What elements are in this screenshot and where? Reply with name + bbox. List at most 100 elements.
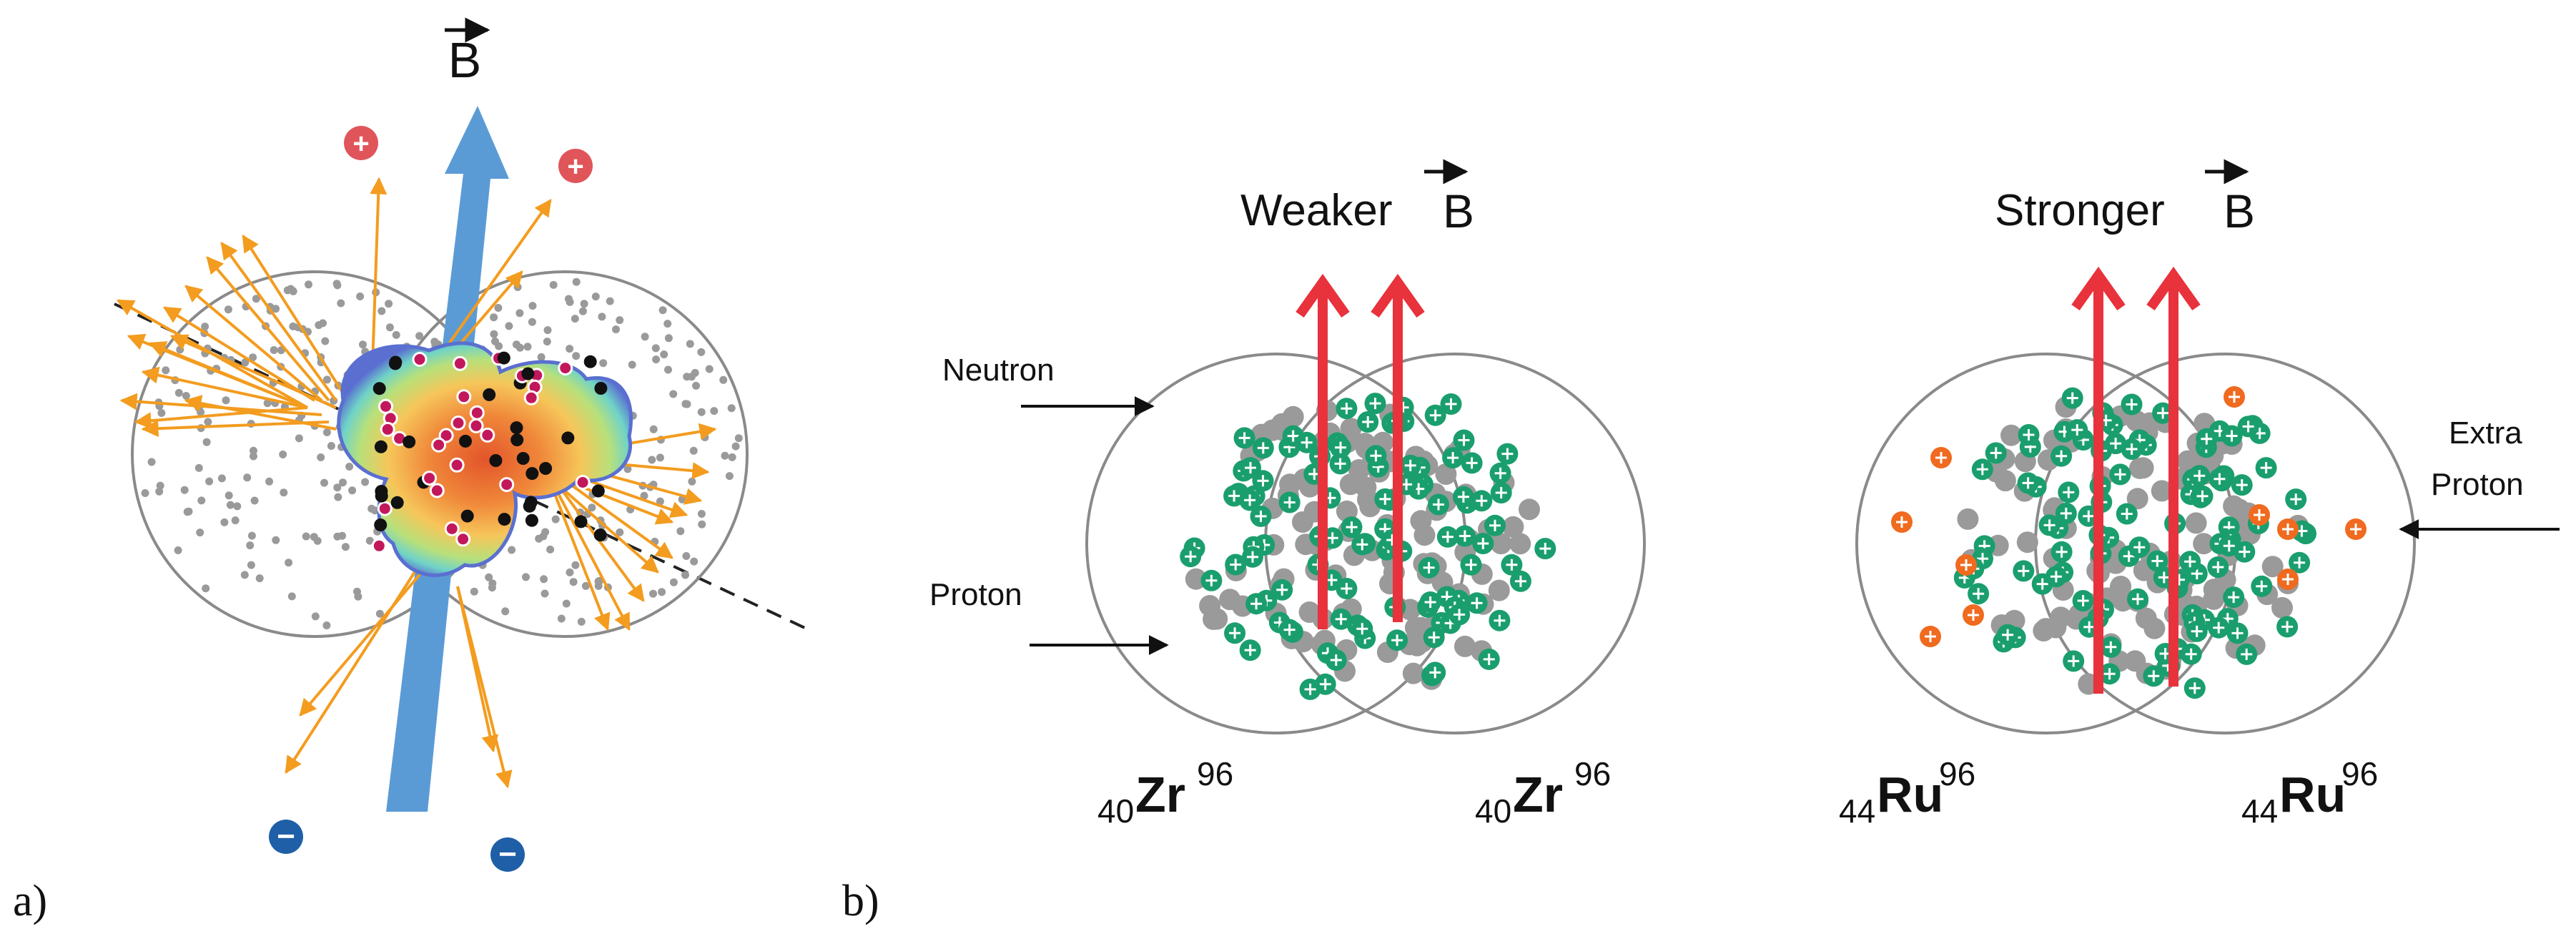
spectator-nucleon	[612, 325, 620, 334]
charged-track	[220, 242, 337, 402]
charged-track	[456, 586, 499, 753]
neutron	[1404, 616, 1426, 639]
spectator-nucleon	[697, 510, 706, 518]
proton	[2121, 438, 2143, 460]
spectator-nucleon	[572, 352, 581, 360]
spectator-nucleon	[377, 307, 386, 315]
proton	[2098, 663, 2121, 685]
proton	[2121, 393, 2143, 416]
spectator-nucleon	[392, 330, 400, 339]
svg-text:44: 44	[1839, 792, 1875, 830]
spectator-nucleon	[537, 353, 546, 361]
proton	[2223, 586, 2245, 609]
neutron	[1402, 662, 1424, 684]
extra-proton	[1963, 604, 1984, 626]
neutron	[2132, 457, 2154, 479]
spectator-nucleon	[501, 607, 510, 616]
spectator-nucleon	[697, 348, 706, 356]
spectator-nucleon	[566, 345, 574, 353]
spectator-nucleon	[725, 472, 734, 481]
spectator-nucleon	[224, 491, 233, 500]
spectator-nucleon	[280, 488, 288, 497]
proton	[1252, 437, 1274, 459]
spectator-nucleon	[697, 408, 706, 416]
spectator-nucleon	[663, 320, 672, 328]
proton	[2186, 620, 2208, 642]
spectator-nucleon	[182, 392, 190, 400]
ru-nucleons	[1891, 386, 2367, 699]
svg-text:Ru: Ru	[1877, 767, 1943, 822]
spectator-nucleon	[688, 477, 696, 486]
proton	[1330, 608, 1352, 630]
spectator-nucleon	[311, 612, 320, 621]
spectator-nucleon	[731, 442, 740, 451]
panel-label-b: b)	[842, 877, 879, 925]
spectator-nucleon	[334, 493, 342, 501]
spectator-nucleon	[490, 313, 498, 322]
spectator-nucleon	[628, 360, 636, 369]
spectator-nucleon	[320, 478, 328, 487]
spectator-nucleon	[287, 285, 295, 293]
spectator-nucleon	[430, 338, 439, 346]
proton	[2146, 550, 2168, 572]
proton	[2063, 650, 2085, 672]
svg-text:Zr: Zr	[1513, 767, 1563, 822]
proton	[2017, 472, 2039, 494]
extra-proton	[2277, 569, 2299, 590]
neutron	[1519, 498, 1540, 521]
title-stronger-field: B	[2224, 185, 2255, 237]
proton	[1440, 393, 1462, 415]
spectator-nucleon	[202, 438, 211, 446]
spectator-nucleon	[578, 307, 587, 315]
proton	[1997, 624, 2019, 646]
participant-neutron	[510, 433, 524, 447]
neutron	[2185, 512, 2207, 534]
proton	[2188, 465, 2211, 487]
spectator-nucleon	[220, 518, 229, 526]
spectator-nucleon	[660, 350, 668, 359]
proton	[1325, 649, 1347, 671]
participant-proton	[575, 475, 591, 490]
proton	[2013, 560, 2035, 582]
participant-neutron	[525, 467, 539, 481]
proton	[1490, 482, 1512, 503]
spectator-nucleon	[728, 453, 736, 461]
participant-neutron	[593, 528, 607, 541]
proton	[2127, 588, 2148, 610]
spectator-nucleon	[365, 536, 374, 545]
neutron	[1957, 508, 1979, 530]
charged-track	[148, 341, 308, 409]
spectator-nucleon	[265, 477, 274, 486]
participant-neutron	[388, 357, 402, 370]
spectator-nucleon	[591, 292, 600, 301]
proton	[1484, 514, 1506, 536]
participant-neutron	[403, 435, 416, 448]
proton	[2218, 535, 2240, 557]
spectator-nucleon	[295, 434, 303, 443]
neutron	[1454, 635, 1476, 657]
svg-text:+: +	[352, 128, 369, 159]
panel-label-a: a)	[13, 877, 47, 925]
spectator-nucleon	[528, 302, 537, 310]
spectator-nucleon	[681, 571, 689, 579]
participant-neutron	[510, 421, 523, 435]
spectator-nucleon	[640, 491, 648, 500]
proton	[1330, 436, 1351, 458]
charged-track	[141, 366, 308, 409]
spectator-nucleon	[202, 584, 210, 593]
participant-neutron	[390, 496, 404, 509]
participant-proton	[449, 457, 465, 473]
spectator-nucleon	[546, 545, 555, 554]
spectator-nucleon	[180, 486, 189, 494]
extra-proton	[1955, 554, 1977, 576]
spectator-nucleon	[174, 388, 183, 397]
spectator-nucleon	[176, 345, 184, 354]
spectator-nucleon	[322, 621, 331, 629]
spectator-nucleon	[515, 343, 524, 352]
proton	[2128, 536, 2151, 559]
spectator-nucleon	[540, 575, 548, 584]
spectator-nucleon	[385, 300, 393, 308]
participant-proton	[456, 389, 472, 405]
field-arrowhead-ru-2	[2146, 266, 2201, 311]
